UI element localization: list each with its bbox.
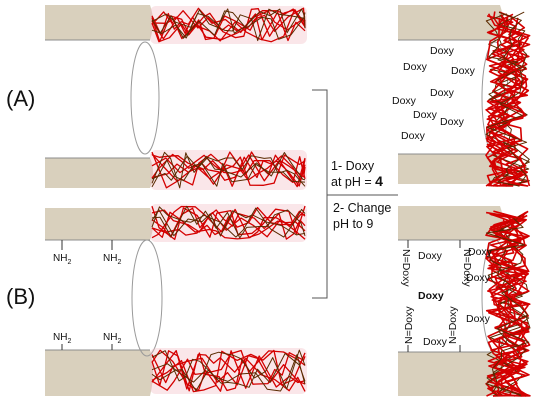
doxy-molecule: Doxy xyxy=(430,87,455,99)
doxy-molecule: Doxy xyxy=(413,109,438,121)
doxy-molecule: Doxy xyxy=(466,313,491,325)
doxy-molecule: Doxy xyxy=(451,65,476,77)
polymer-cap xyxy=(485,11,531,187)
pore-opening xyxy=(130,41,160,155)
polymer-chain xyxy=(151,209,306,240)
polymer-chain xyxy=(151,205,306,239)
polymer-chain xyxy=(486,18,529,187)
pore-a-before xyxy=(45,5,307,190)
polymer-brush xyxy=(150,150,307,190)
polymer-chain xyxy=(151,153,306,182)
polymer-chain xyxy=(151,8,306,42)
amine-label: NH2 xyxy=(103,332,121,345)
substrate-top-b-left xyxy=(45,208,153,240)
doxy-molecule: Doxy xyxy=(430,45,455,57)
amine-label: NH2 xyxy=(53,332,71,345)
amine-label: NH2 xyxy=(53,253,71,266)
pore-b-before: NH2 NH2 NH2 NH2 xyxy=(45,204,307,396)
polymer-chain xyxy=(151,208,306,239)
pore-opening xyxy=(131,239,163,357)
substrate-top-a-right xyxy=(398,5,503,40)
polymer-chain xyxy=(151,350,306,392)
pore-b-after: N=Doxy N=Doxy N=Doxy N=Doxy Doxy Doxy Do… xyxy=(398,206,531,397)
doxy-molecule: Doxy xyxy=(418,290,444,302)
panel-label-a: (A) xyxy=(6,86,35,111)
polymer-brush xyxy=(150,204,307,242)
amine-label: NH2 xyxy=(103,253,121,266)
imine-doxy: N=Doxy xyxy=(447,306,459,344)
polymer-chain xyxy=(151,159,306,188)
substrate-bottom-b-right xyxy=(398,352,503,396)
imine-doxy: N=Doxy xyxy=(461,249,473,287)
pore-a-after: Doxy Doxy Doxy Doxy Doxy Doxy Doxy Doxy xyxy=(392,5,531,187)
polymer-chain xyxy=(151,155,306,187)
polymer-chain xyxy=(486,15,528,187)
substrate-top-b-right xyxy=(398,206,503,240)
doxy-molecule: Doxy xyxy=(466,272,491,284)
doxy-molecule: Doxy xyxy=(418,250,443,262)
substrate-bottom-a-right xyxy=(398,154,503,184)
substrate-top-a-left xyxy=(45,5,153,40)
doxy-molecule: Doxy xyxy=(440,116,465,128)
polymer-chain xyxy=(151,349,306,390)
substrate-bottom-b-left xyxy=(45,350,153,396)
step-1-label: 1- Doxy xyxy=(331,159,375,173)
polymer-chain xyxy=(486,14,531,187)
panel-label-b: (B) xyxy=(6,284,35,309)
polymer-chain xyxy=(151,209,306,237)
polymer-chain xyxy=(488,14,530,187)
imine-doxy: N=Doxy xyxy=(400,249,412,287)
polymer-chain xyxy=(489,16,531,187)
polymer-chain xyxy=(151,8,306,34)
doxy-molecule: Doxy xyxy=(468,246,493,258)
polymer-chain xyxy=(487,13,531,187)
polymer-chain xyxy=(151,154,306,185)
polymer-chain xyxy=(151,353,306,392)
doxy-molecule: Doxy xyxy=(423,336,448,348)
polymer-chain xyxy=(151,151,306,189)
polymer-brush xyxy=(150,348,307,394)
doxy-molecule: Doxy xyxy=(392,95,417,107)
polymer-chain xyxy=(151,151,306,183)
polymer-chain xyxy=(486,212,531,397)
ph-value: 4 xyxy=(375,173,383,189)
step-2-label: 2- Change xyxy=(333,201,391,215)
polymer-chain xyxy=(151,349,306,392)
polymer-cap xyxy=(485,210,531,397)
polymer-chain xyxy=(485,217,530,397)
step-1-condition: at pH = 4 xyxy=(331,173,383,189)
polymer-chain xyxy=(151,206,306,238)
step-2-condition: pH to 9 xyxy=(333,217,373,231)
doxy-molecule: Doxy xyxy=(401,130,426,142)
polymer-chain xyxy=(151,205,306,239)
polymer-chain xyxy=(486,11,528,187)
doxy-molecule: Doxy xyxy=(403,61,428,73)
imine-doxy: N=Doxy xyxy=(403,306,415,344)
process-bracket xyxy=(312,89,398,299)
polymer-chain xyxy=(151,350,306,392)
polymer-chain xyxy=(151,10,306,40)
substrate-bottom-a-left xyxy=(45,158,153,188)
polymer-chain xyxy=(486,217,531,397)
polymer-brush xyxy=(150,6,307,44)
